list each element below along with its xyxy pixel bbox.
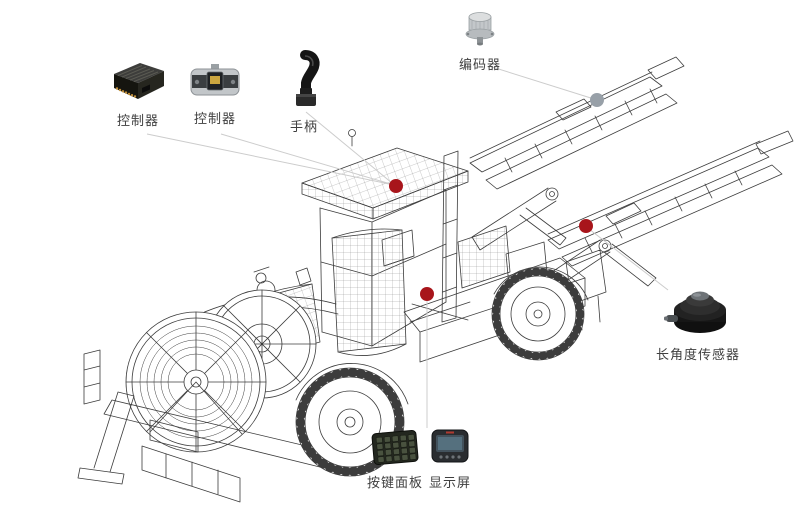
encoder-label: 编码器 (458, 57, 501, 72)
cab-base-drum (331, 228, 407, 356)
hose-reel-front (125, 311, 267, 453)
marker-encoder-location (590, 93, 604, 107)
component-controller-a: 控制器 (103, 58, 173, 129)
component-angle-sensor: 长角度传感器 (650, 276, 746, 363)
rear-wheel (491, 266, 589, 361)
joystick-icon (296, 50, 320, 106)
control-module-icon (190, 64, 240, 96)
keypad-label: 按键面板 (366, 475, 423, 490)
component-encoder: 编码器 (450, 8, 510, 73)
component-handle: 手柄 (282, 50, 326, 135)
controller-a-label: 控制器 (116, 113, 159, 128)
component-display: 显示屏 (424, 426, 476, 491)
encoder-icon (465, 12, 495, 46)
connector-lines (146, 65, 669, 428)
angle-sensor-label: 长角度传感器 (655, 347, 740, 362)
marker-panel-location (420, 287, 434, 301)
ecu-module-icon (114, 63, 164, 99)
connector-encoder (488, 65, 595, 100)
display-label: 显示屏 (428, 475, 471, 490)
component-controller-b: 控制器 (186, 60, 244, 127)
connector-handle (305, 111, 393, 184)
outrigger-legs (77, 349, 135, 485)
keypad-icon (371, 429, 419, 466)
handle-label: 手柄 (289, 119, 318, 134)
controller-b-label: 控制器 (193, 111, 236, 126)
component-keypad: 按键面板 (362, 428, 428, 491)
marker-boom-sensor (579, 219, 593, 233)
front-bumper (141, 419, 241, 503)
display-icon (431, 429, 469, 463)
connector-controller-a (146, 133, 395, 186)
marker-cab-controls (389, 179, 403, 193)
drill-boom-upper (469, 56, 685, 251)
connector-controller-b (220, 133, 395, 186)
cab-roof (301, 129, 469, 220)
angle-sensor-icon (664, 291, 726, 333)
connector-angle-sensor (588, 228, 669, 291)
